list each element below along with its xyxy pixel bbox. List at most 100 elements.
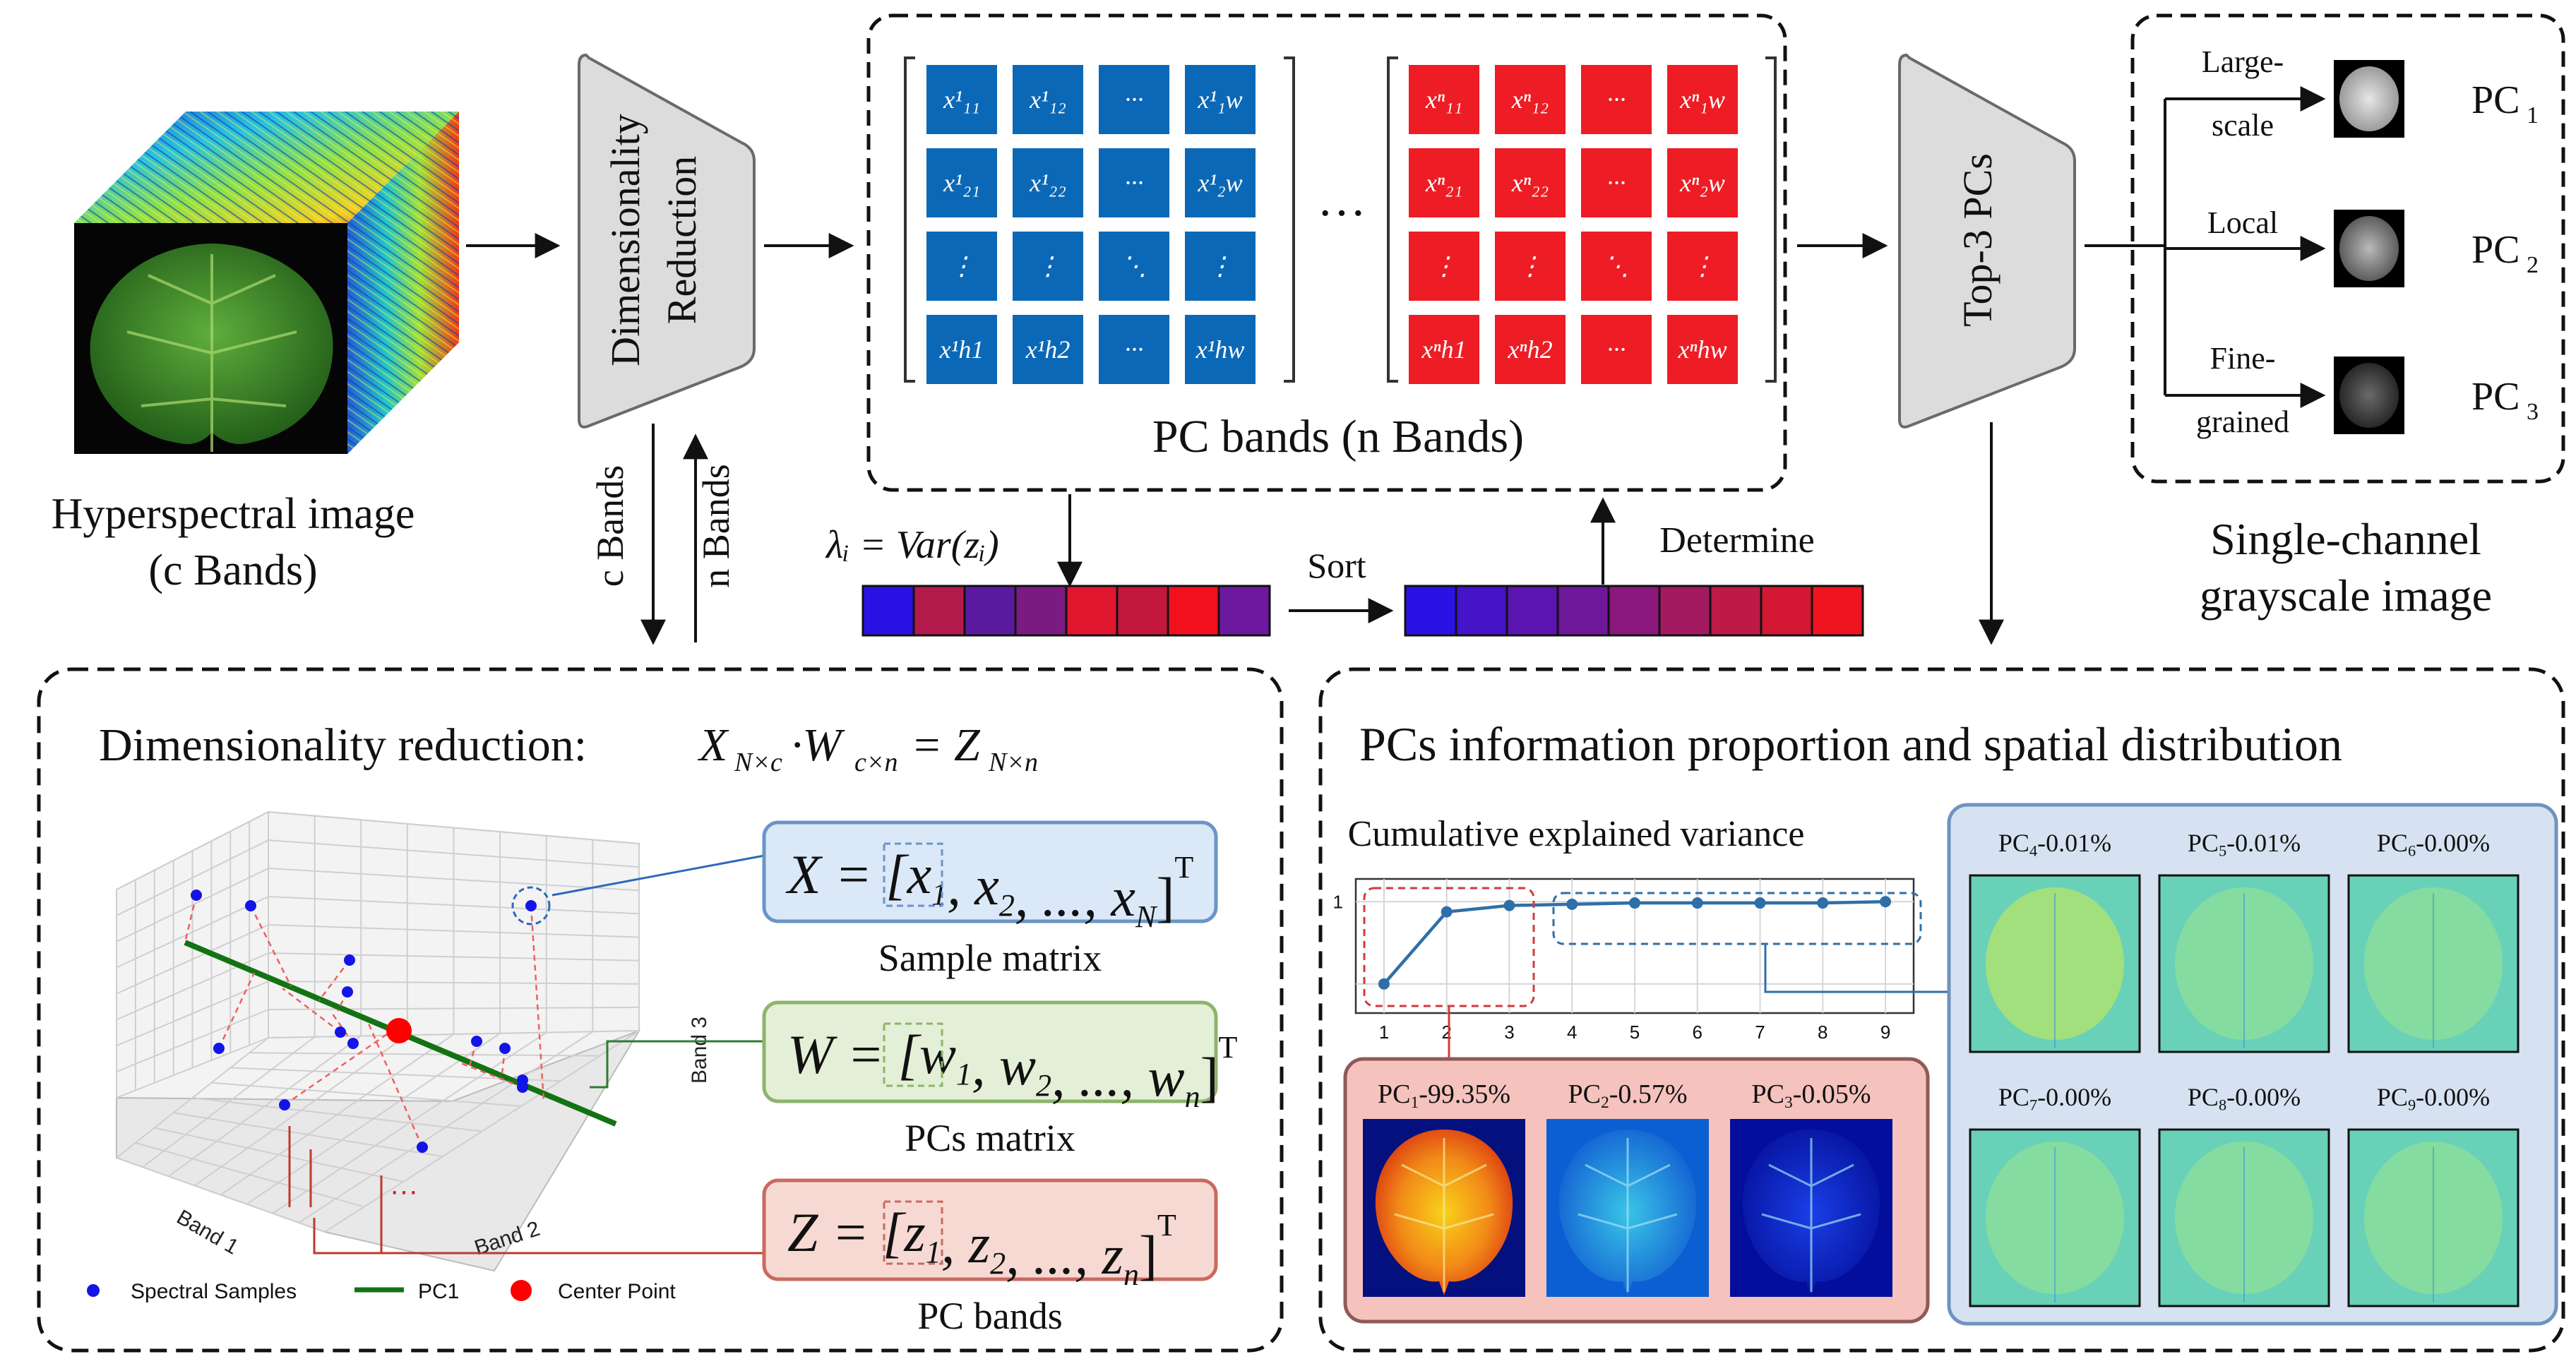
matrix-cell-label: xⁿ₂₁ bbox=[1425, 169, 1462, 197]
pc-card-label: PC5-0.01% bbox=[2188, 829, 2301, 859]
matrix-cell bbox=[1185, 315, 1256, 384]
spectral-sample-point bbox=[525, 900, 537, 911]
chart-x-tick: 8 bbox=[1818, 1022, 1827, 1043]
unsorted-variance-strip bbox=[861, 585, 1271, 637]
legend-sample-label: Spectral Samples bbox=[131, 1280, 297, 1303]
axis-band3-label: Band 3 bbox=[688, 1017, 711, 1084]
input-label-line1: Hyperspectral image bbox=[52, 490, 415, 538]
sort-label: Sort bbox=[1307, 546, 1366, 585]
matrix-caption: PCs matrix bbox=[905, 1117, 1075, 1159]
chart-x-tick: 5 bbox=[1630, 1022, 1640, 1043]
matrix-cell-label: x¹₁₁ bbox=[943, 85, 980, 114]
variance-cell bbox=[1505, 585, 1559, 637]
highlight-first-element bbox=[883, 842, 943, 907]
matrix-cell-label: ··· bbox=[1125, 169, 1144, 197]
top3-pc-cards: PC1-99.35%PC2-0.57%PC3-0.05% bbox=[1363, 1079, 1892, 1297]
highlight-sample-circle bbox=[511, 886, 551, 926]
spectral-sample-point bbox=[342, 986, 353, 998]
matrix-cell bbox=[1667, 232, 1738, 301]
connector-pcs bbox=[590, 1040, 764, 1089]
spectral-sample-point bbox=[517, 1082, 528, 1093]
matrix-cell-label: xⁿ₁₂ bbox=[1511, 85, 1549, 114]
matrix-cell bbox=[1495, 315, 1566, 384]
matrix-formula: W = [w1, w2, ..., wn]T bbox=[787, 1024, 1238, 1114]
matrix-cell-label: ··· bbox=[1125, 335, 1144, 364]
matrix-cell-label: x¹₂₁ bbox=[943, 169, 980, 197]
chart-point bbox=[1629, 897, 1640, 909]
matrix-cell bbox=[1409, 65, 1479, 134]
pc-output-subscript: 3 bbox=[2527, 399, 2539, 425]
matrix-cell-label: x¹h2 bbox=[1025, 335, 1071, 364]
matrix-cell-label: x¹hw bbox=[1195, 335, 1245, 364]
svg-text:N×c: N×c bbox=[734, 748, 782, 777]
matrix-cell-label: xⁿhw bbox=[1677, 335, 1727, 364]
legend-pc1-label: PC1 bbox=[418, 1280, 459, 1303]
matrix-cell bbox=[1581, 148, 1652, 217]
matrix-cell bbox=[1099, 148, 1169, 217]
matrix-cell-label: xⁿ₂w bbox=[1679, 169, 1725, 197]
matrix-cell-label: xⁿ₁₁ bbox=[1425, 85, 1462, 114]
dimensionality-reduction-block bbox=[578, 53, 756, 429]
branch-label-line2: grained bbox=[2196, 405, 2289, 439]
sorted-variance-strip bbox=[1404, 585, 1864, 637]
matrix-cell bbox=[1013, 232, 1083, 301]
chart-x-tick: 9 bbox=[1880, 1022, 1890, 1043]
variance-cell bbox=[963, 585, 1017, 637]
pc-output-label: PC bbox=[2471, 78, 2520, 122]
chart-y-tick: 1 bbox=[1333, 891, 1343, 912]
branch-label-line2: scale bbox=[2212, 108, 2274, 143]
pc-card-label: PC9-0.00% bbox=[2377, 1083, 2490, 1113]
pc-card-label: PC3-0.05% bbox=[1751, 1079, 1871, 1112]
matrix-cell-label: x¹₂₂ bbox=[1029, 169, 1066, 197]
input-label-line2: (c Bands) bbox=[148, 546, 317, 594]
svg-text:·W: ·W bbox=[791, 719, 845, 771]
matrix-cell bbox=[926, 65, 997, 134]
pc-card-label: PC8-0.00% bbox=[2188, 1083, 2301, 1113]
top3-pcs-block bbox=[1898, 53, 2076, 429]
dim-reduction-title: Dimensionality reduction: bbox=[99, 719, 587, 771]
matrix-cell bbox=[1099, 65, 1169, 134]
reduction-label-line1: Dimensionality bbox=[602, 114, 648, 366]
matrix-cell bbox=[1185, 232, 1256, 301]
hyperspectral-cube bbox=[74, 112, 459, 454]
pc-bands-caption: PC bands (n Bands) bbox=[1152, 411, 1524, 462]
highlight-first-element bbox=[883, 1200, 943, 1265]
chart-x-tick: 4 bbox=[1567, 1022, 1577, 1043]
matrix-cell bbox=[1013, 65, 1083, 134]
chart-point bbox=[1691, 897, 1703, 909]
matrix-cell bbox=[926, 148, 997, 217]
svg-text:X: X bbox=[697, 719, 729, 771]
chart-point bbox=[1566, 898, 1578, 910]
remaining-pc-cards: PC4-0.01%PC5-0.01%PC6-0.00%PC7-0.00%PC8-… bbox=[1969, 829, 2520, 1307]
matrix-cell-label: xⁿh2 bbox=[1507, 335, 1552, 364]
pc-output-subscript: 1 bbox=[2527, 102, 2539, 128]
between-bands-ellipsis: ··· bbox=[1317, 186, 1366, 241]
variance-cell bbox=[1811, 585, 1864, 637]
branch-trunk bbox=[2085, 99, 2166, 395]
pc-card-label: PC4-0.01% bbox=[1998, 829, 2111, 859]
matrix-card bbox=[762, 820, 1218, 923]
single-channel-caption-line1: Single-channel bbox=[2210, 514, 2481, 564]
pc-output-label: PC bbox=[2471, 375, 2520, 419]
grayscale-leaf bbox=[2339, 363, 2399, 428]
matrix-cell bbox=[1667, 65, 1738, 134]
dim-reduction-panel bbox=[37, 667, 1284, 1353]
single-channel-caption-line2: grayscale image bbox=[2200, 570, 2492, 621]
matrix-cell-label: x¹₁w bbox=[1197, 85, 1242, 114]
chart-x-tick: 2 bbox=[1441, 1022, 1451, 1043]
variance-cell bbox=[1455, 585, 1508, 637]
variance-cell bbox=[1607, 585, 1661, 637]
chart-x-tick: 1 bbox=[1379, 1022, 1389, 1043]
variance-cell bbox=[1116, 585, 1169, 637]
matrix-cell-label: x¹₁₂ bbox=[1029, 85, 1066, 114]
pca-3d-scatter-plot bbox=[116, 810, 641, 1272]
chart-x-tick: 7 bbox=[1755, 1022, 1765, 1043]
projection-ellipsis: ··· bbox=[390, 1175, 418, 1207]
pcs-panel-title: PCs information proportion and spatial d… bbox=[1359, 717, 2342, 771]
matrix-cell-label: ⋮ bbox=[1431, 252, 1457, 280]
